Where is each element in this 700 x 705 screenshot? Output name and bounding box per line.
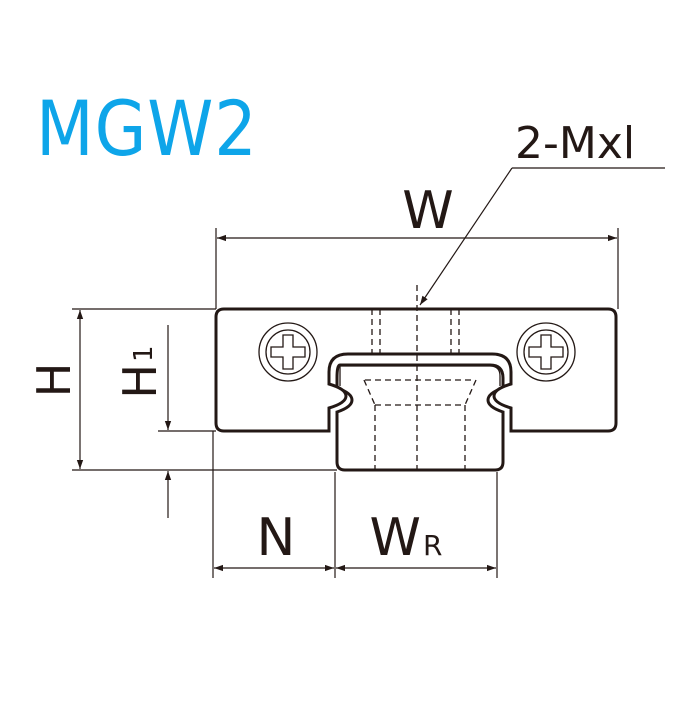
w-label: W <box>402 181 453 241</box>
model-title: MGW2 <box>36 84 258 173</box>
hidden-lines <box>363 309 477 470</box>
screw-left <box>258 322 318 382</box>
screw-right <box>516 322 576 382</box>
rail-top-profile <box>340 365 501 386</box>
rail-body <box>335 363 505 472</box>
callout-label: 2-Mxl <box>515 118 635 169</box>
h1-label: H1 <box>113 345 167 398</box>
h-label: H <box>27 363 81 398</box>
n-label: N <box>257 508 296 568</box>
wr-label: WR <box>370 508 443 568</box>
callout-leader <box>419 167 513 306</box>
carriage-block <box>214 307 618 433</box>
